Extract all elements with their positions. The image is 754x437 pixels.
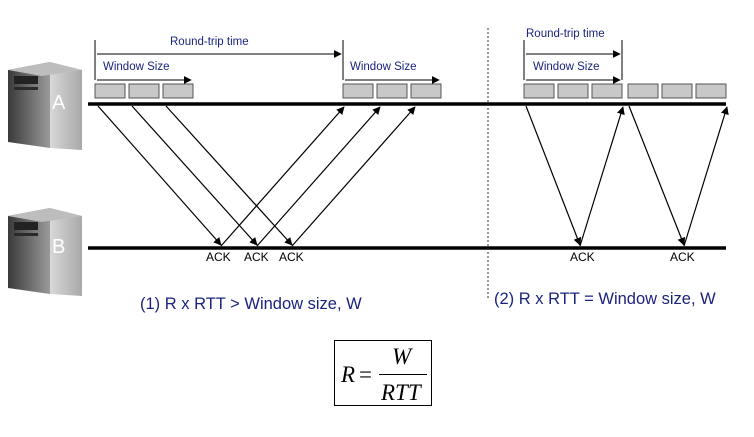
round-trip-dimension-2: Round-trip time bbox=[523, 28, 623, 80]
ack-label: ACK bbox=[206, 250, 231, 264]
packets bbox=[94, 83, 727, 99]
packet bbox=[591, 83, 623, 99]
packet bbox=[376, 83, 408, 99]
ack-arrows-2 bbox=[579, 106, 729, 247]
round-trip-label-1: Round-trip time bbox=[170, 36, 249, 48]
ack-label: ACK bbox=[279, 250, 304, 264]
formula-equals: = bbox=[359, 362, 372, 387]
round-trip-label-2: Round-trip time bbox=[526, 28, 605, 40]
window-size-label-1b: Window Size bbox=[350, 61, 416, 73]
ack-arrows-1 bbox=[220, 106, 416, 247]
server-b-label: B bbox=[52, 236, 65, 258]
window-size-label-2: Window Size bbox=[533, 61, 599, 73]
window-size-dimension-1b: Window Size bbox=[345, 61, 440, 84]
window-size-dimension-2: Window Size bbox=[526, 61, 621, 84]
server-a-icon: A bbox=[8, 62, 82, 150]
packet bbox=[661, 83, 693, 99]
data-arrows-1 bbox=[97, 105, 293, 246]
caption-panel-2: (2) R x RTT = Window size, W bbox=[494, 290, 716, 308]
packet bbox=[557, 83, 589, 99]
data-arrows-2 bbox=[525, 105, 686, 246]
ack-label: ACK bbox=[244, 250, 269, 264]
formula-fraction-bar bbox=[379, 374, 427, 375]
formula-numerator: W bbox=[392, 344, 412, 369]
packet bbox=[695, 83, 727, 99]
server-a-label: A bbox=[52, 92, 66, 114]
packet bbox=[410, 83, 442, 99]
packet bbox=[627, 83, 659, 99]
packet bbox=[342, 83, 374, 99]
formula-box: R = W RTT bbox=[334, 340, 432, 406]
formula-denominator: RTT bbox=[381, 380, 421, 405]
server-b-icon: B bbox=[8, 208, 82, 296]
ack-label: ACK bbox=[570, 250, 595, 264]
ack-label: ACK bbox=[670, 250, 695, 264]
window-size-label-1: Window Size bbox=[103, 61, 169, 73]
packet bbox=[162, 83, 194, 99]
packet bbox=[523, 83, 555, 99]
caption-panel-1: (1) R x RTT > Window size, W bbox=[140, 295, 362, 313]
formula-lhs: R bbox=[341, 362, 356, 387]
packet bbox=[94, 83, 126, 99]
window-size-dimension-1: Window Size bbox=[97, 61, 192, 84]
packet bbox=[128, 83, 160, 99]
round-trip-dimension-1: Round-trip time bbox=[94, 36, 344, 80]
